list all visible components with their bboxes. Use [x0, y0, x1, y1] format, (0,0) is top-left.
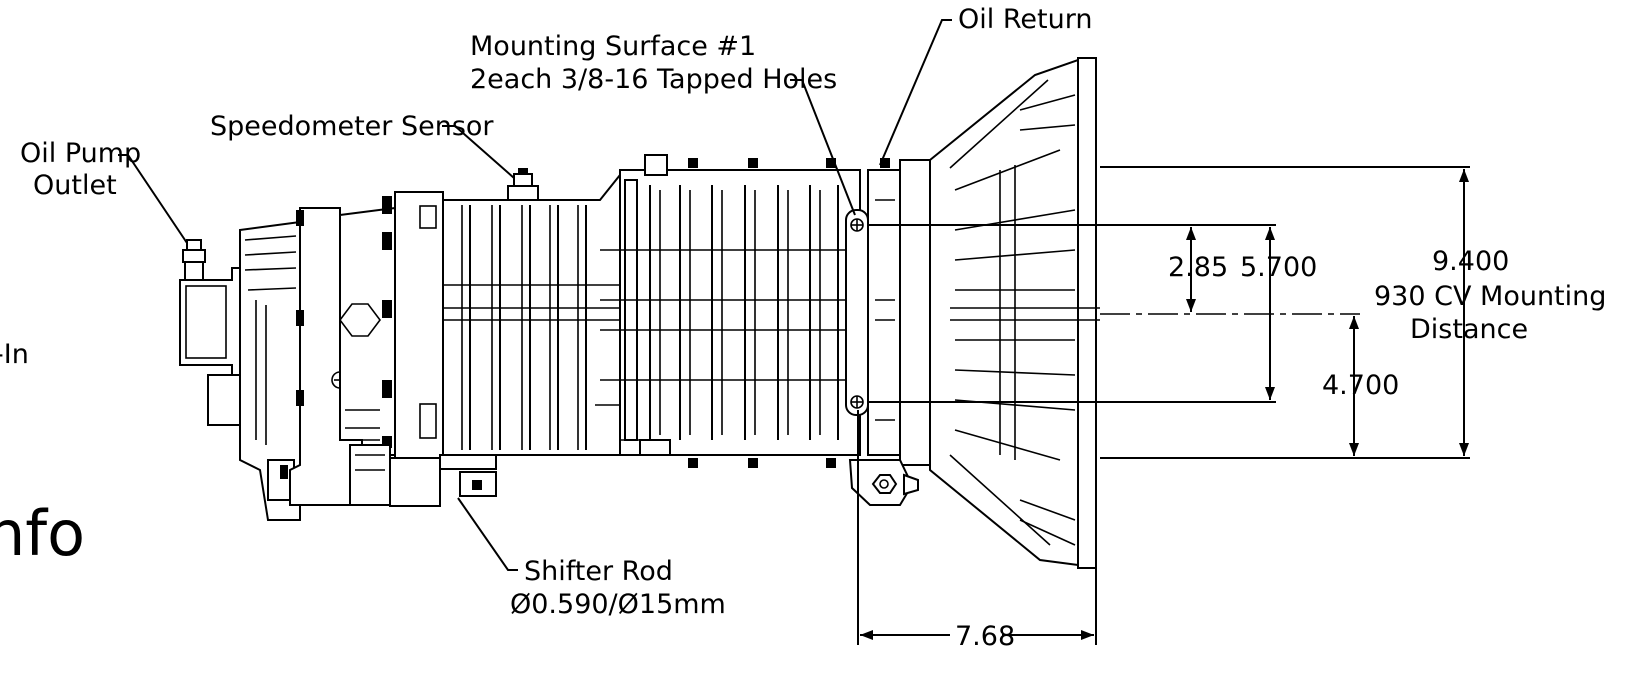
- shifter-assembly: [349, 444, 497, 507]
- case-bolts-bottom: [688, 458, 836, 468]
- speedometer-sensor: [507, 168, 539, 201]
- dim-4-700: 4.700: [1322, 370, 1399, 401]
- shift-housing: [394, 174, 641, 461]
- dimension-lines: [857, 166, 1470, 645]
- dim-930-cv-label-2: Distance: [1410, 314, 1528, 345]
- dim-9-400: 9.400: [1432, 246, 1509, 277]
- mount-bracket: [848, 459, 919, 506]
- leader-lines: [118, 19, 952, 571]
- cut-off-in-text: -In: [0, 339, 29, 370]
- mounting-surface-holes-label: 2each 3/8-16 Tapped Holes: [470, 64, 837, 95]
- dim-2-85: 2.85: [1168, 252, 1228, 283]
- oil-pump-outlet-label: Oil Pump: [20, 138, 141, 169]
- case-bolts-top: [688, 158, 890, 168]
- oil-pump-fitting: [182, 239, 206, 283]
- oil-pump-outlet-label-2: Outlet: [33, 170, 117, 201]
- oil-return-label: Oil Return: [958, 4, 1092, 35]
- dim-930-cv-label: 930 CV Mounting: [1374, 281, 1606, 312]
- dim-5-700: 5.700: [1240, 252, 1317, 283]
- cut-off-info-text: nfo: [0, 497, 85, 570]
- dimension-labels: 2.85 5.700 9.400 930 CV Mounting Distanc…: [955, 246, 1606, 652]
- mounting-surface: [845, 209, 869, 416]
- oil-pump-housing: [179, 267, 246, 426]
- main-case: [595, 154, 890, 468]
- shifter-rod-label: Shifter Rod: [524, 556, 673, 587]
- callout-labels: Oil Return Mounting Surface #1 2each 3/8…: [0, 4, 1092, 620]
- dim-7-68: 7.68: [955, 621, 1015, 652]
- main-case-front: [339, 196, 396, 456]
- bell-housing: [929, 57, 1100, 569]
- speedometer-sensor-label: Speedometer Sensor: [210, 111, 494, 142]
- shifter-rod-diameter-label: Ø0.590/Ø15mm: [510, 589, 726, 620]
- mounting-surface-label: Mounting Surface #1: [470, 31, 756, 62]
- transmission-body: [179, 57, 1100, 569]
